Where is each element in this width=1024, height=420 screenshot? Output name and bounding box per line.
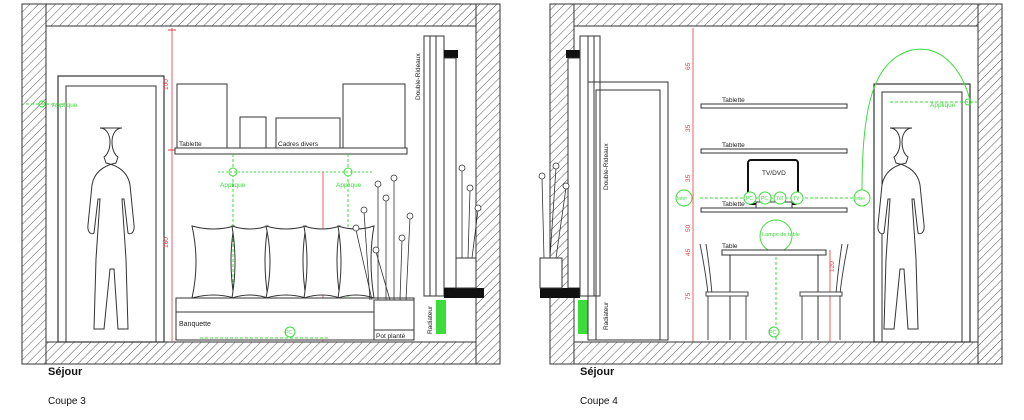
table-label: Table (722, 243, 738, 250)
cushion-1 (191, 225, 235, 299)
planter-box (455, 257, 477, 289)
tv-stand (755, 201, 793, 209)
pc-left-label: PC (285, 330, 293, 336)
dim-45: 45 (685, 248, 692, 256)
cushion-5 (337, 225, 375, 299)
plant-stems (352, 174, 414, 301)
curtain-rail-r (579, 35, 601, 297)
radiateur-label-r: Radiateur (603, 301, 610, 330)
tablette-1-label: Tablette (722, 97, 745, 104)
left-room-title: Séjour (48, 366, 83, 378)
window-sill-r (540, 288, 580, 298)
floor-slab (21, 341, 501, 365)
window-sill (444, 288, 484, 298)
frame-4 (342, 83, 406, 149)
ceiling-slab (21, 3, 501, 27)
frame-3 (275, 117, 341, 149)
applique-b-label: Applique (336, 182, 362, 189)
window-plant (458, 164, 482, 259)
radiateur-label: Radiateur (427, 305, 434, 334)
window-jamb-r (567, 57, 581, 289)
right-section-label: Coupe 4 (580, 396, 618, 407)
cushion-2 (231, 225, 269, 299)
tablette-3-label: Tablette (722, 201, 745, 208)
shelf-2 (700, 148, 848, 154)
cushion-3 (265, 225, 307, 299)
radiator (436, 300, 446, 334)
door-leaf (65, 85, 157, 343)
dim-35a: 35 (685, 124, 692, 132)
window-lintel (444, 50, 458, 58)
right-wall-r (977, 3, 1003, 365)
shelf (174, 147, 408, 155)
inter-right-label: Inter (855, 196, 865, 202)
section-coupe-3: Applique 100 160 Tablette Cadres divers … (21, 3, 501, 365)
frame-2 (239, 116, 267, 149)
double-rideaux-label-r: Double-Rideaux (603, 143, 610, 190)
dim-120: 120 (829, 261, 836, 272)
chair-left (699, 243, 749, 340)
right-wall (475, 3, 501, 365)
pc-floor-label: PC (769, 330, 777, 336)
banquette-label: Banquette (179, 321, 211, 328)
tablette-2-label: Tablette (722, 142, 745, 149)
window-lintel-r (566, 50, 580, 58)
window-jamb (443, 57, 457, 289)
tv-dvd-label: TV/DVD (762, 170, 786, 177)
shelf-3 (700, 207, 848, 213)
applique-r-label: Applique (930, 102, 956, 109)
frame-1 (176, 83, 228, 149)
floor-slab-r (549, 341, 1003, 365)
dim-50: 50 (685, 224, 692, 232)
lampe-label: Lampe de table (762, 232, 800, 238)
radiator-r (578, 300, 588, 334)
cadres-label: Cadres divers (278, 141, 319, 148)
tv-outlet-label: TV (793, 196, 800, 202)
pot-plante-label: Pot planté (376, 333, 406, 340)
curtain-rail (423, 35, 445, 297)
section-coupe-4: Double-Rideaux Radiateur 65 35 35 50 45 … (538, 3, 1003, 365)
dim-35b: 35 (685, 174, 692, 182)
ceiling-slab-r (549, 3, 1003, 27)
dim-75: 75 (685, 292, 692, 300)
cushion-4 (303, 225, 341, 299)
dim-160: 160 (163, 237, 170, 248)
pc1-label: PC (746, 196, 753, 202)
left-wall (21, 3, 47, 365)
double-rideaux-label: Double-Rideaux (415, 53, 422, 100)
planter-box-r (539, 257, 563, 289)
banquette-base (175, 311, 377, 341)
plant-pot (373, 299, 415, 331)
inter-left-label: Inter (677, 196, 687, 202)
left-section-label: Coupe 3 (48, 396, 86, 407)
tel-label: Tél (776, 196, 783, 202)
shelf-1 (700, 103, 848, 109)
dim-65: 65 (685, 62, 692, 70)
applique-a-label: Applique (220, 182, 246, 189)
applique-left-label: Applique (52, 102, 78, 109)
tablette-label: Tablette (179, 141, 202, 148)
right-room-title: Séjour (580, 366, 615, 378)
chair-right (799, 243, 849, 340)
cabinet-inner (595, 89, 661, 341)
dim-100: 100 (163, 79, 170, 90)
window-plant-r (538, 162, 570, 259)
pot-plante-box (373, 329, 415, 341)
table-top (721, 249, 827, 256)
pc2-label: PC (761, 196, 768, 202)
